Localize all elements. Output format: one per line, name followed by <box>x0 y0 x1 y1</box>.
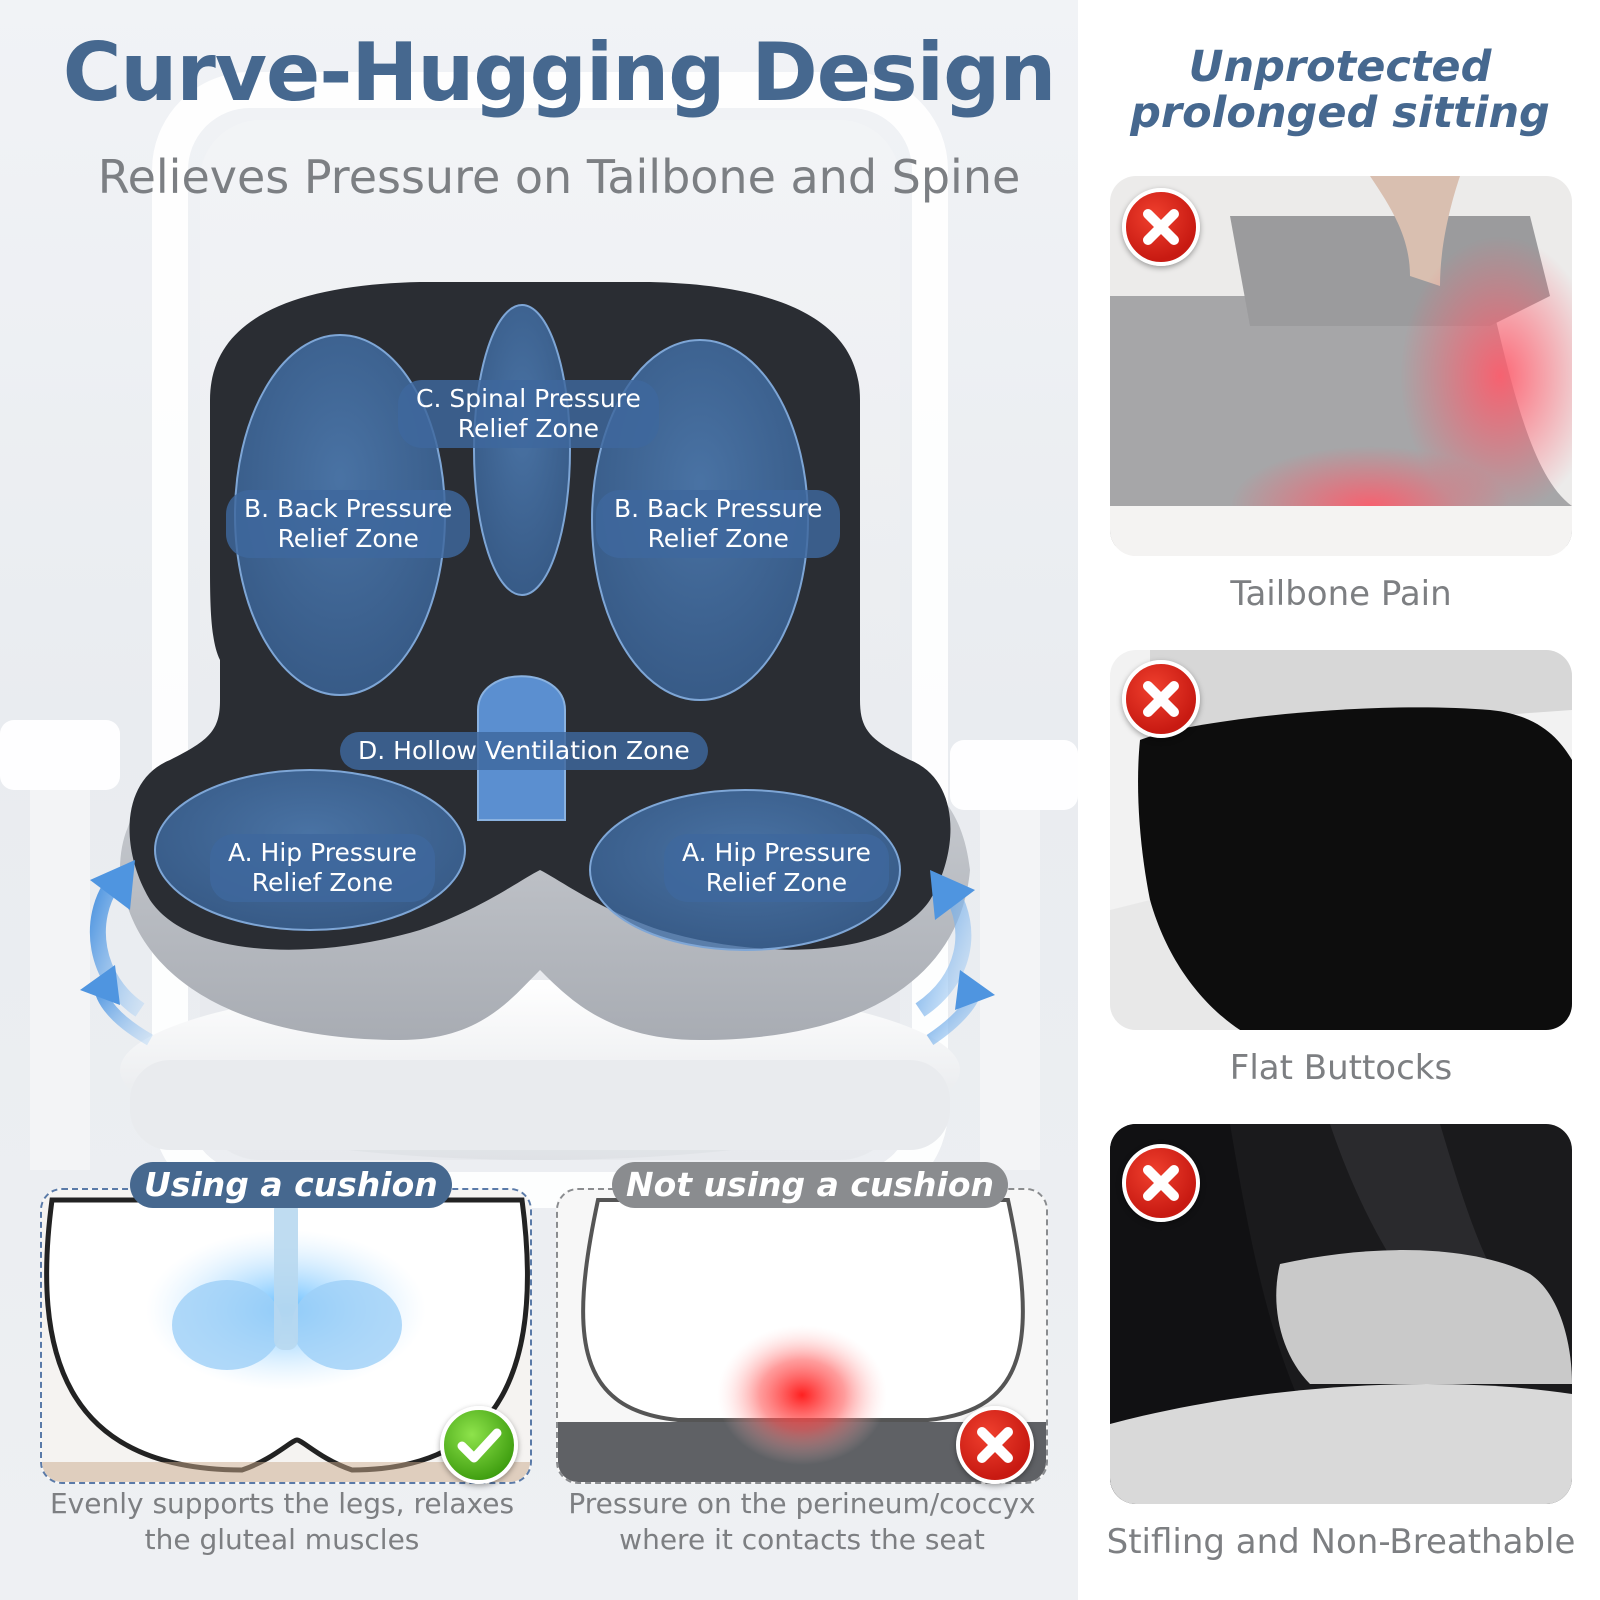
pelvis-illustration <box>42 1190 530 1482</box>
zone-label-hip-right: A. Hip Pressure Relief Zone <box>664 834 889 902</box>
zone-label-spinal: C. Spinal Pressure Relief Zone <box>398 380 659 448</box>
cross-icon <box>1122 1144 1200 1222</box>
check-icon <box>440 1406 518 1484</box>
zone-label-hollow: D. Hollow Ventilation Zone <box>340 732 708 770</box>
zone-label-back-right: B. Back Pressure Relief Zone <box>596 490 841 558</box>
not-using-cushion-tag: Not using a cushion <box>612 1162 1009 1208</box>
stifling-caption: Stifling and Non-Breathable <box>1106 1522 1576 1562</box>
page-subtitle: Relieves Pressure on Tailbone and Spine <box>97 150 1021 204</box>
cross-icon <box>1122 660 1200 738</box>
cross-icon <box>1122 188 1200 266</box>
zone-label-back-left: B. Back Pressure Relief Zone <box>226 490 471 558</box>
right-panel-title: Unprotected prolonged sitting <box>1130 42 1550 138</box>
using-cushion-caption: Evenly supports the legs, relaxes the gl… <box>49 1487 515 1556</box>
zone-label-hip-left: A. Hip Pressure Relief Zone <box>210 834 435 902</box>
cross-icon <box>956 1406 1034 1484</box>
not-using-cushion-caption: Pressure on the perineum/coccyx where it… <box>568 1487 1036 1556</box>
page-title: Curve-Hugging Design <box>62 26 1057 119</box>
using-cushion-tag: Using a cushion <box>130 1162 452 1208</box>
product-illustration-panel: Curve-Hugging Design Relieves Pressure o… <box>0 0 1078 1600</box>
tailbone-pain-caption: Tailbone Pain <box>1230 574 1452 614</box>
flat-buttocks-caption: Flat Buttocks <box>1229 1048 1453 1088</box>
